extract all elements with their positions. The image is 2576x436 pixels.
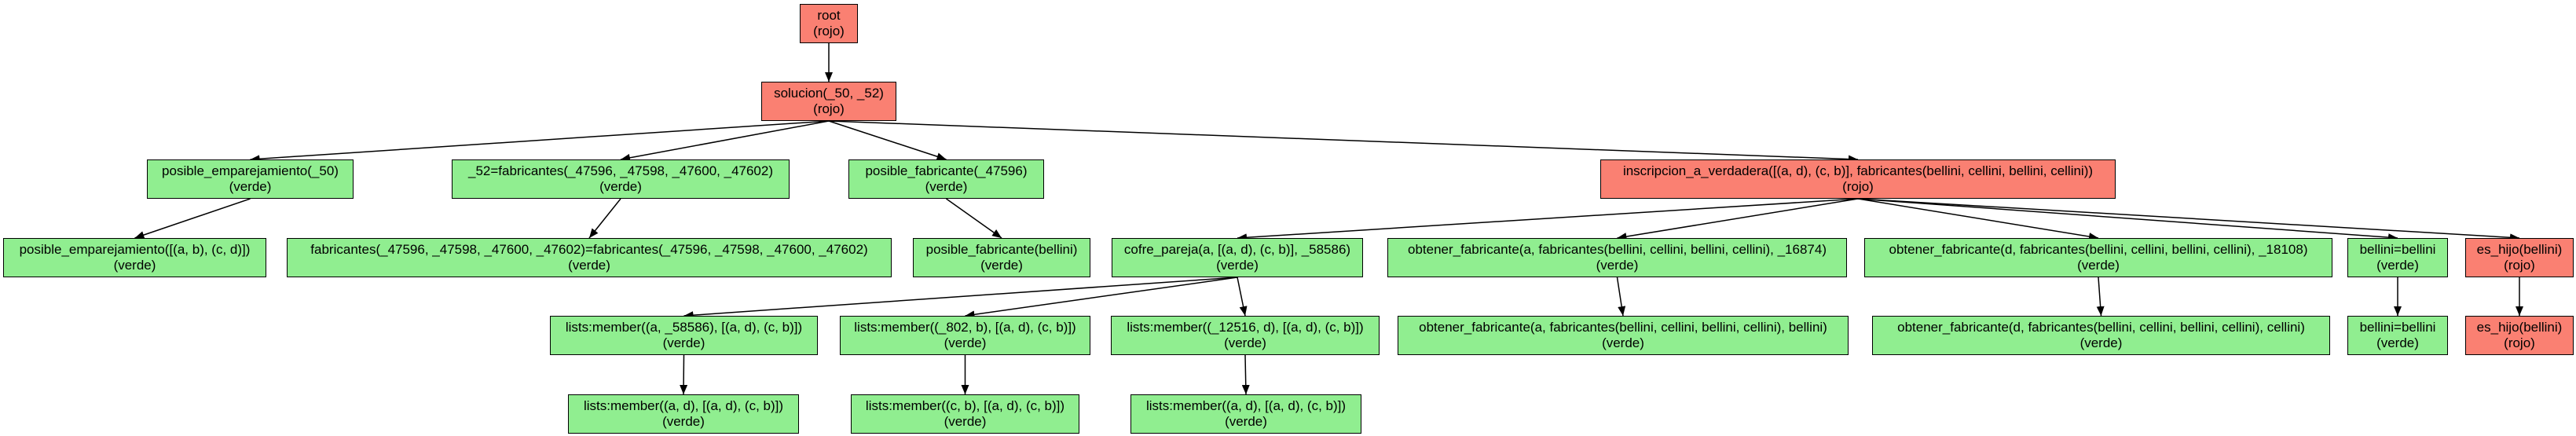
node-label: lists:member((a, d), [(a, d), (c, b)]): [583, 398, 784, 413]
node-status: (verde): [599, 179, 642, 194]
edge-iav-to-ofa: [1617, 198, 1859, 241]
tree-node-lm3b: lists:member((a, d), [(a, d), (c, b)])(v…: [1130, 394, 1361, 434]
edge-iav-to-cp: [1237, 198, 1859, 242]
node-label: posible_emparejamiento(_50): [162, 163, 339, 178]
node-label: lists:member((a, _58586), [(a, d), (c, b…: [565, 320, 803, 335]
node-label: es_hijo(bellini): [2476, 320, 2563, 335]
tree-node-pf1: posible_fabricante(_47596)(verde): [848, 159, 1044, 199]
node-status: (verde): [662, 414, 705, 429]
node-status: (rojo): [1842, 179, 1874, 194]
tree-node-pe2: posible_emparejamiento([(a, b), (c, d)])…: [3, 238, 266, 277]
node-status: (rojo): [2504, 335, 2535, 350]
edge-solucion-to-iav: [828, 120, 1859, 163]
node-label: obtener_fabricante(a, fabricantes(bellin…: [1419, 320, 1827, 335]
tree-node-eh2: es_hijo(bellini)(rojo): [2465, 316, 2574, 355]
tree-node-fab1: _52=fabricantes(_47596, _47598, _47600, …: [452, 159, 790, 199]
edge-pe1-to-pe2: [134, 198, 251, 239]
tree-node-bb2: bellini=bellini(verde): [2347, 316, 2448, 355]
node-label: obtener_fabricante(d, fabricantes(bellin…: [1897, 320, 2305, 335]
node-label: bellini=bellini: [2359, 320, 2436, 335]
node-label: posible_emparejamiento([(a, b), (c, d)]): [19, 242, 251, 257]
node-status: (verde): [1596, 258, 1639, 273]
edge-ofa-to-ofa2: [1616, 277, 1626, 317]
node-label: obtener_fabricante(a, fabricantes(bellin…: [1408, 242, 1827, 257]
node-label: lists:member((_12516, d), [(a, d), (c, b…: [1127, 320, 1364, 335]
node-label: root: [817, 8, 841, 23]
edge-cp-to-lm3: [1237, 277, 1248, 317]
tree-node-cp: cofre_pareja(a, [(a, d), (c, b)], _58586…: [1112, 238, 1363, 277]
tree-node-lm1b: lists:member((a, d), [(a, d), (c, b)])(v…: [568, 394, 799, 434]
node-label: solucion(_50, _52): [774, 86, 884, 101]
edge-fab1-to-fab2: [588, 198, 621, 239]
node-status: (verde): [925, 179, 968, 194]
edge-pf1-to-pf2: [946, 198, 1002, 239]
tree-node-bb1: bellini=bellini(verde): [2347, 238, 2448, 277]
tree-node-lm2b: lists:member((c, b), [(a, d), (c, b)])(v…: [851, 394, 1079, 434]
node-status: (verde): [944, 414, 987, 429]
tree-node-iav: inscripcion_a_verdadera([(a, d), (c, b)]…: [1600, 159, 2116, 199]
node-status: (verde): [568, 258, 610, 273]
node-label: lists:member((_802, b), [(a, d), (c, b)]…: [854, 320, 1076, 335]
node-status: (rojo): [813, 101, 845, 116]
tree-node-lm2: lists:member((_802, b), [(a, d), (c, b)]…: [840, 316, 1090, 355]
node-label: bellini=bellini: [2359, 242, 2436, 257]
node-label: obtener_fabricante(d, fabricantes(bellin…: [1889, 242, 2308, 257]
node-label: posible_fabricante(_47596): [865, 163, 1028, 178]
node-status: (verde): [944, 335, 987, 350]
node-status: (verde): [1224, 335, 1266, 350]
edge-iav-to-eh1: [1857, 198, 2520, 242]
node-status: (verde): [2376, 258, 2419, 273]
edge-lm3-to-lm3b: [1241, 354, 1250, 395]
edge-iav-to-ofd: [1857, 198, 2099, 240]
node-status: (verde): [980, 258, 1023, 273]
node-status: (rojo): [2504, 258, 2535, 273]
edge-iav-to-bb1: [1857, 198, 2398, 242]
node-label: inscripcion_a_verdadera([(a, d), (c, b)]…: [1622, 163, 2094, 178]
node-label: fabricantes(_47596, _47598, _47600, _476…: [310, 242, 868, 257]
node-label: cofre_pareja(a, [(a, d), (c, b)], _58586…: [1123, 242, 1351, 257]
tree-node-fab2: fabricantes(_47596, _47598, _47600, _476…: [287, 238, 892, 277]
tree-node-pe1: posible_emparejamiento(_50)(verde): [147, 159, 354, 199]
edge-solucion-to-pe1: [250, 120, 830, 163]
tree-node-ofa2: obtener_fabricante(a, fabricantes(bellin…: [1398, 316, 1849, 355]
edge-cp-to-lm2: [965, 277, 1238, 319]
node-label: lists:member((c, b), [(a, d), (c, b)]): [865, 398, 1065, 413]
node-status: (rojo): [813, 24, 845, 38]
tree-node-pf2: posible_fabricante(bellini)(verde): [913, 238, 1090, 277]
edge-cp-to-lm1: [683, 277, 1238, 320]
tree-node-eh1: es_hijo(bellini)(rojo): [2465, 238, 2574, 277]
node-status: (verde): [1216, 258, 1259, 273]
node-status: (verde): [113, 258, 156, 273]
node-label: es_hijo(bellini): [2476, 242, 2563, 257]
edge-lm1-to-lm1b: [680, 354, 688, 395]
node-status: (verde): [229, 179, 272, 194]
tree-node-ofa: obtener_fabricante(a, fabricantes(bellin…: [1387, 238, 1847, 277]
node-status: (verde): [2077, 258, 2120, 273]
tree-node-lm1: lists:member((a, _58586), [(a, d), (c, b…: [550, 316, 818, 355]
node-status: (verde): [1602, 335, 1644, 350]
edge-ofd-to-ofd2: [2096, 277, 2105, 317]
tree-node-ofd2: obtener_fabricante(d, fabricantes(bellin…: [1872, 316, 2330, 355]
edge-solucion-to-pf1: [828, 120, 947, 161]
node-label: lists:member((a, d), [(a, d), (c, b)]): [1145, 398, 1347, 413]
tree-node-ofd: obtener_fabricante(d, fabricantes(bellin…: [1864, 238, 2332, 277]
node-label: _52=fabricantes(_47596, _47598, _47600, …: [467, 163, 774, 178]
tree-node-root: root(rojo): [800, 4, 858, 43]
node-label: posible_fabricante(bellini): [925, 242, 1078, 257]
node-status: (verde): [1225, 414, 1267, 429]
node-status: (verde): [2079, 335, 2123, 350]
tree-node-solucion: solucion(_50, _52)(rojo): [761, 82, 896, 121]
node-status: (verde): [2376, 335, 2419, 350]
tree-node-lm3: lists:member((_12516, d), [(a, d), (c, b…: [1111, 316, 1380, 355]
node-status: (verde): [662, 335, 705, 350]
edge-solucion-to-fab1: [620, 120, 830, 162]
